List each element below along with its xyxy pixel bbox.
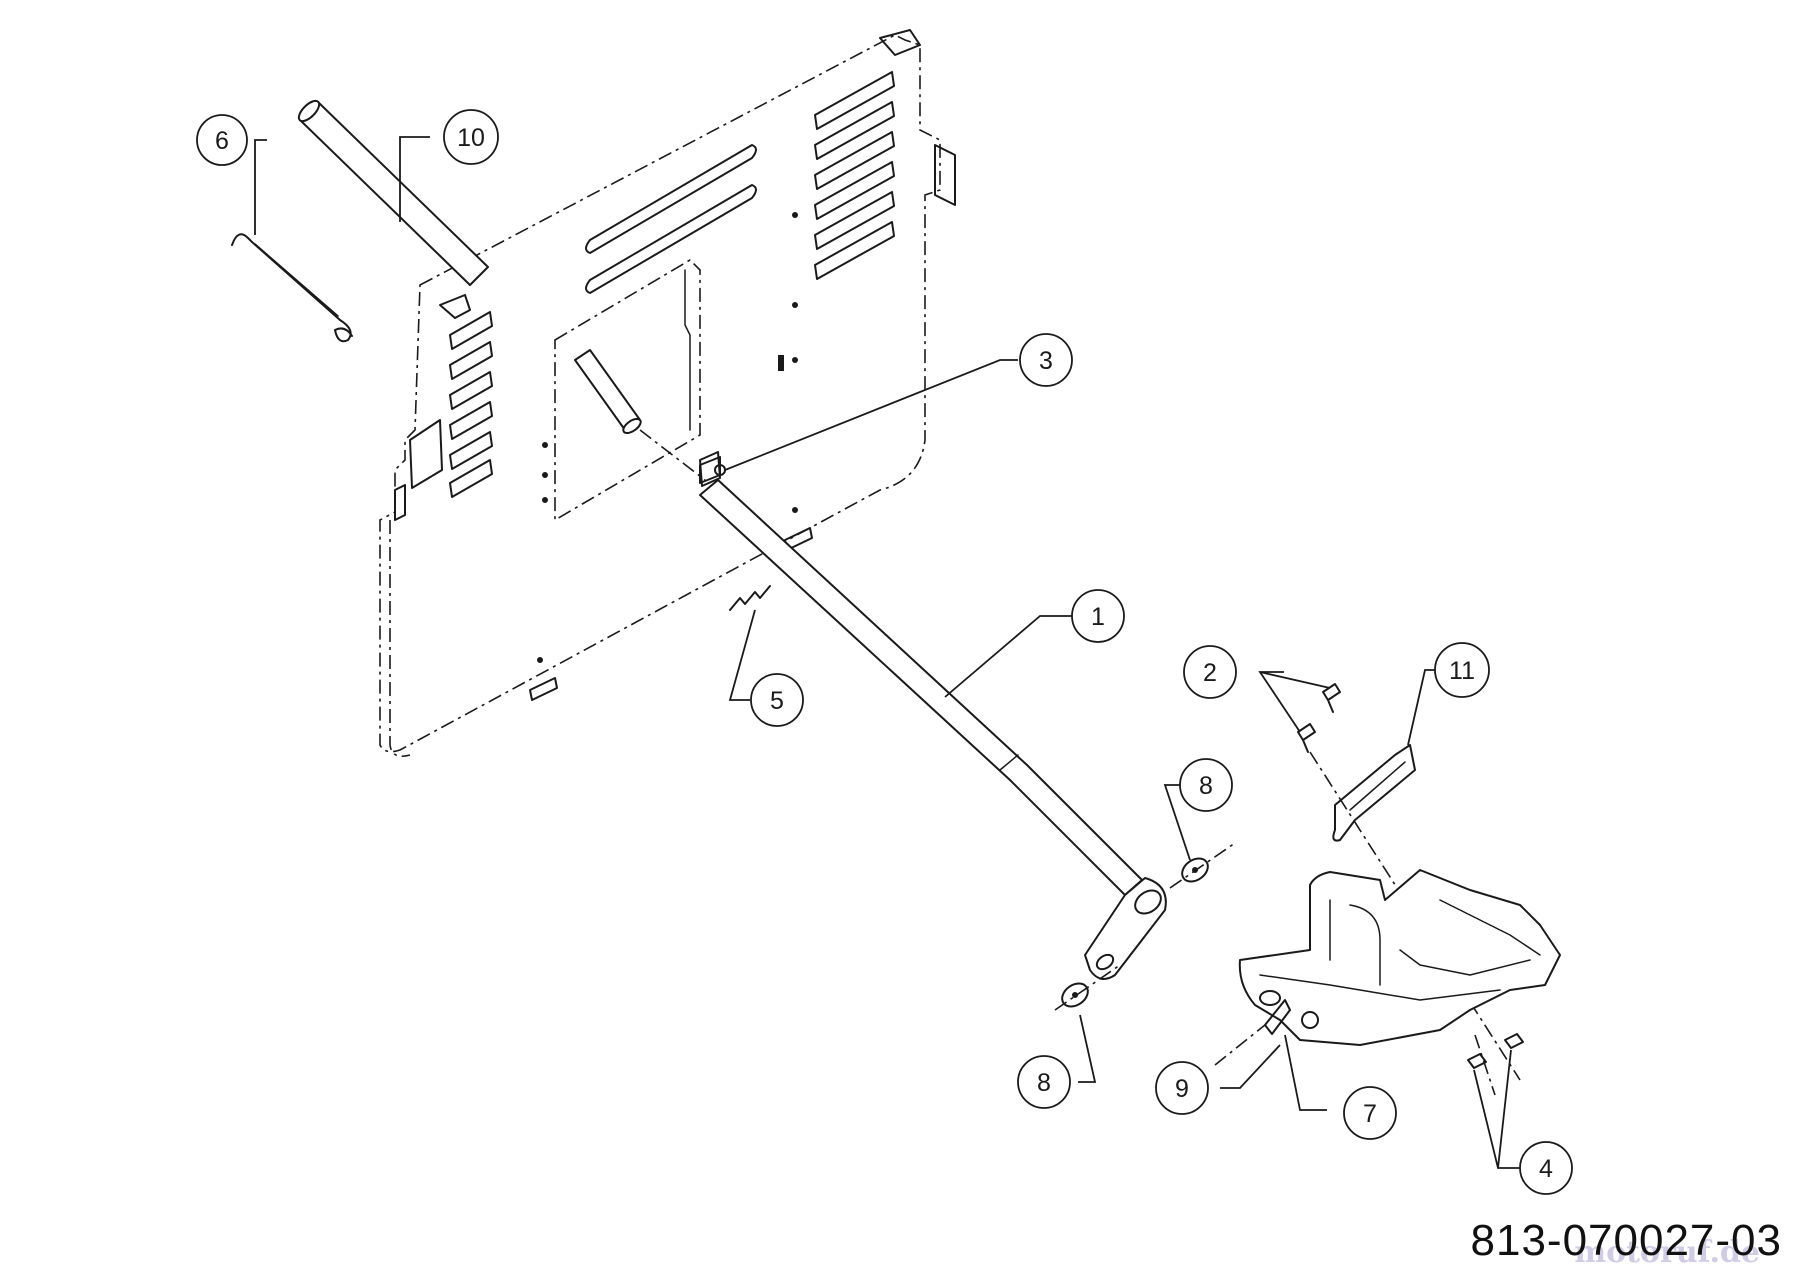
callout-5-label: 5 [770, 687, 784, 715]
callout-4-label: 4 [1539, 1155, 1553, 1183]
callout-2: 2 [1183, 645, 1237, 699]
handle-bar [297, 99, 489, 286]
callout-7-label: 7 [1363, 1100, 1377, 1128]
callout-7: 7 [1343, 1086, 1397, 1140]
inner-rod [574, 349, 706, 481]
callout-8-lower: 8 [1017, 1055, 1071, 1109]
callout-1: 1 [1071, 589, 1125, 643]
rear-panel [379, 34, 941, 758]
washers [1054, 842, 1236, 1011]
callout-10-label: 10 [457, 124, 485, 152]
callout-5: 5 [750, 673, 804, 727]
pedal-housing [1238, 869, 1561, 1046]
part-number: 813-070027-03 [1470, 1216, 1782, 1265]
leader-lines [254, 136, 1520, 1169]
callout-8-upper-label: 8 [1199, 772, 1213, 800]
callout-6-label: 6 [215, 127, 229, 155]
callout-4: 4 [1519, 1141, 1573, 1195]
pedal-bracket [1332, 744, 1416, 842]
watermark: motoruf.de [1574, 1235, 1760, 1270]
right-louvers [814, 71, 895, 280]
callout-10: 10 [443, 109, 499, 165]
callout-9-label: 9 [1175, 1075, 1189, 1103]
callout-8-lower-label: 8 [1037, 1069, 1051, 1097]
callout-11-label: 11 [1449, 657, 1475, 685]
left-louvers [449, 311, 493, 498]
side-brackets [394, 29, 956, 701]
callout-6: 6 [196, 114, 248, 166]
callout-3: 3 [1019, 333, 1073, 387]
nuts [1467, 1033, 1524, 1096]
callout-1-label: 1 [1091, 603, 1105, 631]
hinge-pin [1214, 999, 1291, 1066]
small-spring [729, 585, 771, 611]
lift-rod [699, 479, 1167, 980]
spring-pin [231, 233, 353, 343]
callout-8-upper: 8 [1179, 758, 1233, 812]
panel-holes [537, 212, 798, 663]
callout-9: 9 [1155, 1061, 1209, 1115]
callout-11: 11 [1434, 642, 1490, 698]
callout-3-label: 3 [1039, 347, 1053, 375]
center-slots [585, 144, 757, 294]
callout-2-label: 2 [1203, 659, 1217, 687]
